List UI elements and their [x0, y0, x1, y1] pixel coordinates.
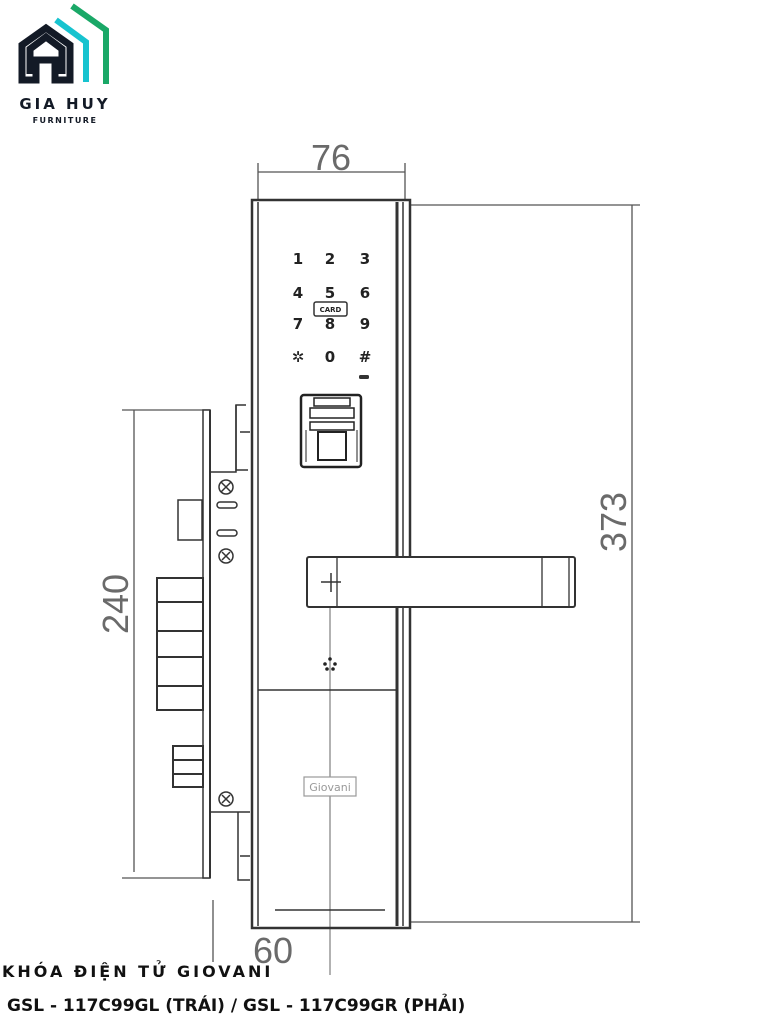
key-hash[interactable]: #: [359, 348, 372, 366]
key-star[interactable]: ✲: [292, 348, 305, 366]
gia-huy-logo: GIA HUY FURNITURE: [18, 3, 110, 125]
key-6[interactable]: 6: [360, 284, 370, 302]
lever-handle[interactable]: [306, 556, 576, 608]
dimension-mortise-label: 240: [95, 574, 136, 634]
indicator-led-icon: [359, 375, 369, 379]
logo-name: GIA HUY: [19, 95, 110, 113]
keyhole-dots-icon: [323, 657, 337, 671]
key-5[interactable]: 5: [325, 284, 335, 302]
key-4[interactable]: 4: [293, 284, 303, 302]
key-8[interactable]: 8: [325, 315, 335, 333]
keypad: 1 2 3 4 5 6 7 8 9 ✲ 0 # CARD: [292, 250, 372, 379]
dimension-height-label: 373: [593, 492, 634, 552]
key-1[interactable]: 1: [293, 250, 303, 268]
dimension-lines: [122, 163, 640, 975]
key-7[interactable]: 7: [293, 315, 303, 333]
mortise-body: [156, 404, 250, 881]
svg-text:Giovani: Giovani: [309, 781, 351, 794]
auxiliary-bolt: [172, 745, 204, 788]
mortise-screws: [216, 479, 238, 807]
key-3[interactable]: 3: [360, 250, 370, 268]
product-title: KHÓA ĐIỆN TỬ GIOVANI: [2, 962, 274, 981]
latch-bolt: [177, 499, 203, 541]
dimension-backset-label: 60: [253, 930, 293, 971]
logo-tagline: FURNITURE: [33, 116, 98, 125]
fingerprint-reader-icon: [299, 393, 363, 469]
key-0[interactable]: 0: [325, 348, 335, 366]
product-models: GSL - 117C99GL (TRÁI) / GSL - 117C99GR (…: [7, 996, 466, 1016]
card-reader-icon: [313, 301, 348, 317]
key-2[interactable]: 2: [325, 250, 335, 268]
card-label: CARD: [320, 306, 342, 314]
deadbolt: [156, 577, 204, 711]
dimension-width-label: 76: [311, 137, 351, 178]
key-9[interactable]: 9: [360, 315, 370, 333]
giovani-brand-mark: Giovani: [303, 776, 357, 797]
